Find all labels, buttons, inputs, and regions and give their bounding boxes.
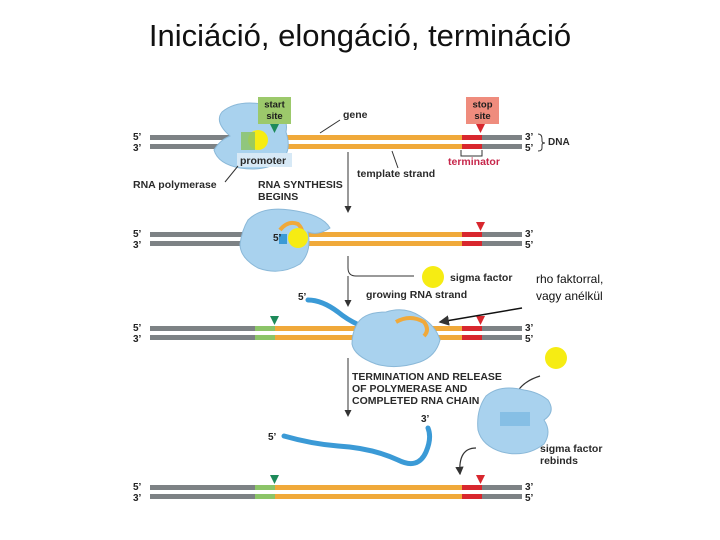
sigma-factor-rebinding bbox=[545, 347, 567, 369]
slide-title: Iniciáció, elongáció, termináció bbox=[148, 18, 572, 53]
dna-brace bbox=[537, 133, 546, 152]
rho-note-line-2: vagy anélkül bbox=[536, 289, 603, 303]
terminator-bracket bbox=[460, 150, 483, 157]
template-leader bbox=[391, 150, 399, 169]
dna-row-4 bbox=[150, 475, 522, 499]
three-prime-r4-top: 3’ bbox=[525, 482, 534, 493]
five-prime-r4-top: 5’ bbox=[133, 482, 142, 493]
dna-label: DNA bbox=[548, 137, 570, 148]
start-marker-1 bbox=[270, 124, 279, 133]
three-prime-rna-released: 3’ bbox=[421, 414, 430, 425]
rna-polymerase-free bbox=[477, 387, 552, 455]
promoter-label: promoter bbox=[240, 155, 286, 167]
five-prime-rna-r2: 5’ bbox=[273, 233, 282, 244]
start-site-label-1: start bbox=[264, 100, 285, 111]
three-prime-r4-bottom: 3’ bbox=[133, 493, 142, 504]
three-prime-r3-bottom: 3’ bbox=[133, 334, 142, 345]
gene-leader bbox=[319, 119, 341, 134]
sigma-rebinds-label-2: rebinds bbox=[540, 455, 578, 467]
five-prime-r2-bottom: 5’ bbox=[525, 240, 534, 251]
three-prime-r2-bottom: 3’ bbox=[133, 240, 142, 251]
five-prime-r4-bottom: 5’ bbox=[525, 493, 534, 504]
start-site-box: start site bbox=[258, 97, 291, 133]
synthesis-label-1: RNA SYNTHESIS bbox=[258, 179, 343, 191]
rna-polymerase-2 bbox=[239, 208, 331, 272]
five-prime-r3-bottom: 5’ bbox=[525, 334, 534, 345]
three-prime-r1-top: 3’ bbox=[525, 132, 534, 143]
five-prime-r1-bottom: 5’ bbox=[525, 143, 534, 154]
terminator-label: terminator bbox=[448, 156, 500, 168]
five-prime-r3-top: 5’ bbox=[133, 323, 142, 334]
termination-label-3: COMPLETED RNA CHAIN bbox=[352, 395, 479, 407]
sigma-factor-2 bbox=[288, 228, 308, 248]
start-site-label-2: site bbox=[266, 111, 282, 122]
five-prime-r2-top: 5’ bbox=[133, 229, 142, 240]
three-prime-r2-top: 3’ bbox=[525, 229, 534, 240]
stop-site-box: stop site bbox=[466, 97, 499, 133]
rho-note-line-1: rho faktorral, bbox=[536, 272, 604, 286]
growing-rna-label: growing RNA strand bbox=[366, 289, 467, 301]
sigma-release-line bbox=[347, 256, 414, 277]
stop-site-label-2: site bbox=[474, 111, 490, 122]
stop-marker-1 bbox=[476, 124, 485, 133]
polymerase-leader bbox=[224, 165, 239, 183]
termination-label-1: TERMINATION AND RELEASE bbox=[352, 371, 502, 383]
dna-row-1 bbox=[150, 135, 522, 149]
five-prime-rna-r3: 5’ bbox=[298, 292, 307, 303]
rho-pointer-arrow bbox=[438, 307, 523, 326]
promoter-region-1 bbox=[241, 132, 255, 150]
cycle-arrow bbox=[455, 447, 477, 476]
five-prime-r1-top: 5’ bbox=[133, 132, 142, 143]
completed-rna-chain bbox=[281, 425, 433, 467]
three-prime-r1-bottom: 3’ bbox=[133, 143, 142, 154]
rna-polymerase-3 bbox=[351, 309, 441, 368]
dna-row-2 bbox=[150, 222, 522, 246]
rho-factor-note: rho faktorral, vagy anélkül bbox=[536, 271, 603, 305]
rna-polymerase-label: RNA polymerase bbox=[133, 179, 217, 191]
template-strand-label: template strand bbox=[357, 168, 435, 180]
sigma-factor-free bbox=[422, 266, 444, 288]
sigma-rebinds-label-1: sigma factor bbox=[540, 443, 602, 455]
stop-site-label-1: stop bbox=[472, 100, 492, 111]
dna-row-3 bbox=[150, 316, 522, 340]
five-prime-rna-released: 5’ bbox=[268, 432, 277, 443]
termination-label-2: OF POLYMERASE AND bbox=[352, 383, 468, 395]
gene-label: gene bbox=[343, 109, 368, 121]
synthesis-label-2: BEGINS bbox=[258, 191, 298, 203]
sigma-factor-label: sigma factor bbox=[450, 272, 512, 284]
three-prime-r3-top: 3’ bbox=[525, 323, 534, 334]
